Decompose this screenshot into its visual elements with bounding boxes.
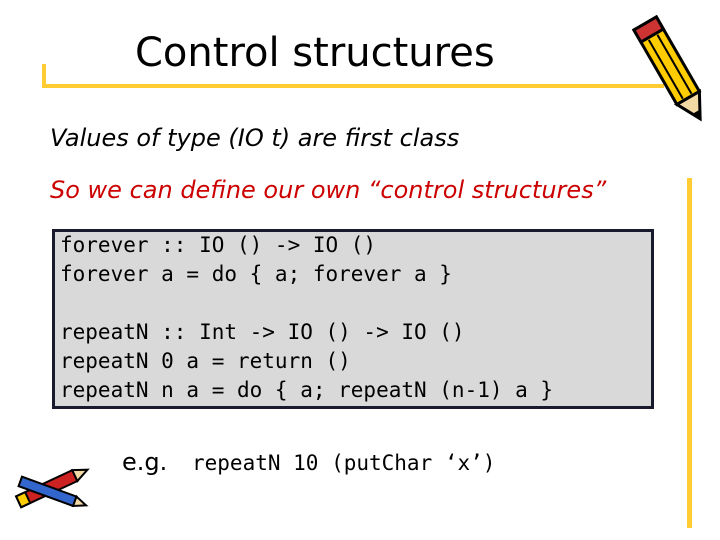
code-line: forever :: IO () -> IO () [60,233,377,257]
code-line: forever a = do { a; forever a } [60,262,452,286]
slide-title: Control structures [135,30,495,76]
title-rule [44,84,664,88]
code-block [52,229,654,409]
statement-line: Values of type (IO t) are first class [50,124,460,152]
code-line: repeatN :: Int -> IO () -> IO () [60,320,465,344]
example-code: repeatN 10 (putChar ‘x’) [192,451,496,475]
title-rule-vertical [42,64,46,88]
pens-icon [8,458,98,522]
code-line: repeatN 0 a = return () [60,349,351,373]
pencil-icon [631,8,712,132]
example-label: e.g. [122,448,168,476]
right-decor-rule [687,178,692,528]
highlight-line: So we can define our own “control struct… [50,176,607,204]
code-line: repeatN n a = do { a; repeatN (n-1) a } [60,378,554,402]
